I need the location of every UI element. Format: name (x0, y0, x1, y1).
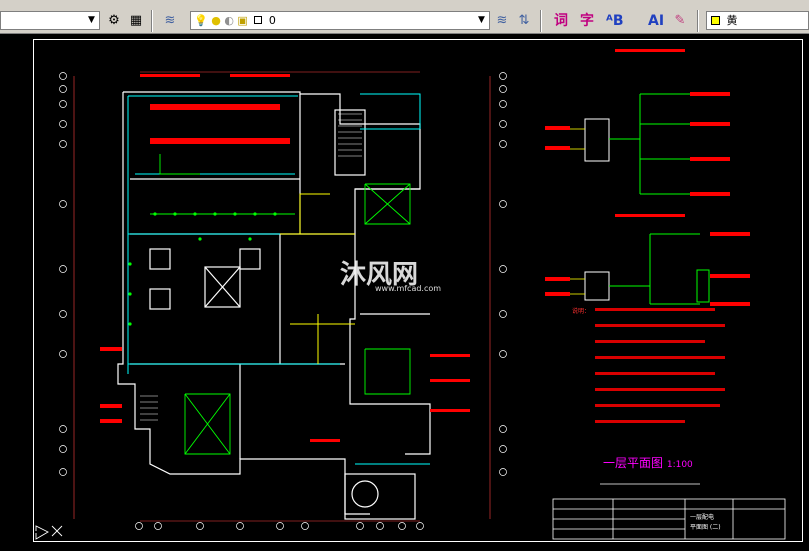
plan-scale: 1:100 (666, 460, 693, 470)
toolbar: ▼ ⚙ ▦ ≋ 💡 ● ◐ ▣ 0 ▼ ≋ ⇅ 词 字 ᴬB AI ✎ 黄 (0, 0, 809, 34)
color-name: 黄 (726, 14, 738, 27)
annotation-bar (710, 302, 750, 306)
drawing-frame (33, 39, 803, 542)
notes-label: 说明： (572, 308, 591, 315)
notes-line (595, 372, 715, 375)
annotation-bar (100, 419, 122, 423)
separator (540, 10, 542, 32)
annotation-bar (690, 157, 730, 161)
lock-icon: ◐ (224, 14, 234, 27)
sun-icon: ● (211, 14, 221, 27)
watermark-url: www.mfcad.com (375, 284, 442, 293)
separator (697, 10, 699, 32)
annotation-bar (100, 404, 122, 408)
layer-manager-icon[interactable]: ▦ (129, 13, 143, 28)
annotation-bar (615, 214, 685, 217)
color-swatch (254, 16, 263, 24)
annotation-bar (615, 49, 685, 52)
text-edit-icon[interactable]: ✎ (674, 13, 686, 28)
annotation-bar (710, 274, 750, 278)
ai-text-button[interactable]: AI (648, 13, 665, 29)
title-block-name-1: 一层配电 (690, 514, 715, 521)
layer-dropdown[interactable]: 💡 ● ◐ ▣ 0 ▼ (190, 11, 490, 30)
notes-line (595, 340, 705, 343)
annotation-bar (690, 92, 730, 96)
multiline-text-icon[interactable]: ᴬB (606, 13, 624, 29)
ucs-icon (35, 525, 63, 540)
plan-title-text: 一层平面图 (603, 456, 664, 470)
annotation-bar (545, 292, 570, 296)
watermark-brand: 沐风网 (340, 260, 419, 290)
annotation-bar (690, 122, 730, 126)
annotation-bar (150, 138, 290, 144)
layers-icon[interactable]: ≋ (164, 13, 176, 28)
color-swatch (711, 16, 720, 25)
gear-icon[interactable]: ⚙ (108, 13, 120, 28)
title-block-name-2: 平面图 (二) (690, 524, 721, 531)
annotation-bar (545, 146, 570, 150)
notes-line (595, 356, 725, 359)
annotation-bar (150, 104, 280, 110)
drawing-canvas[interactable]: 说明： 一层平面图 1:100 一层配电 平面图 (二) 沐风网 www.mfc… (0, 34, 809, 551)
annotation-bar (230, 74, 290, 77)
color-dropdown[interactable]: 黄 (706, 11, 809, 30)
bulb-icon: 💡 (194, 14, 208, 27)
notes-line (595, 388, 725, 391)
chevron-down-icon: ▼ (88, 15, 95, 25)
layer-name: 0 (268, 14, 276, 27)
chevron-down-icon: ▼ (478, 15, 485, 25)
style-dropdown[interactable]: ▼ (0, 11, 100, 30)
annotation-bar (430, 409, 470, 412)
notes-line (595, 308, 715, 311)
notes-line (595, 420, 685, 423)
annotation-bar (100, 347, 122, 351)
floor-plan-drawing (35, 71, 786, 540)
separator (151, 10, 153, 32)
previous-layer-icon[interactable]: ⇅ (518, 13, 530, 28)
annotation-bar (310, 439, 340, 442)
annotation-bar (430, 379, 470, 382)
plot-icon: ▣ (237, 14, 248, 27)
annotation-bar (545, 277, 570, 281)
notes-line (595, 324, 725, 327)
plan-title: 一层平面图 1:100 (603, 454, 693, 471)
font-button[interactable]: 字 (580, 13, 594, 29)
make-current-layer-icon[interactable]: ≋ (496, 13, 508, 28)
annotation-bar (710, 232, 750, 236)
annotation-bar (140, 74, 200, 77)
annotation-bar (690, 192, 730, 196)
annotation-bar (545, 126, 570, 130)
text-style-button[interactable]: 词 (554, 13, 568, 29)
notes-line (595, 404, 720, 407)
annotation-bar (430, 354, 470, 357)
